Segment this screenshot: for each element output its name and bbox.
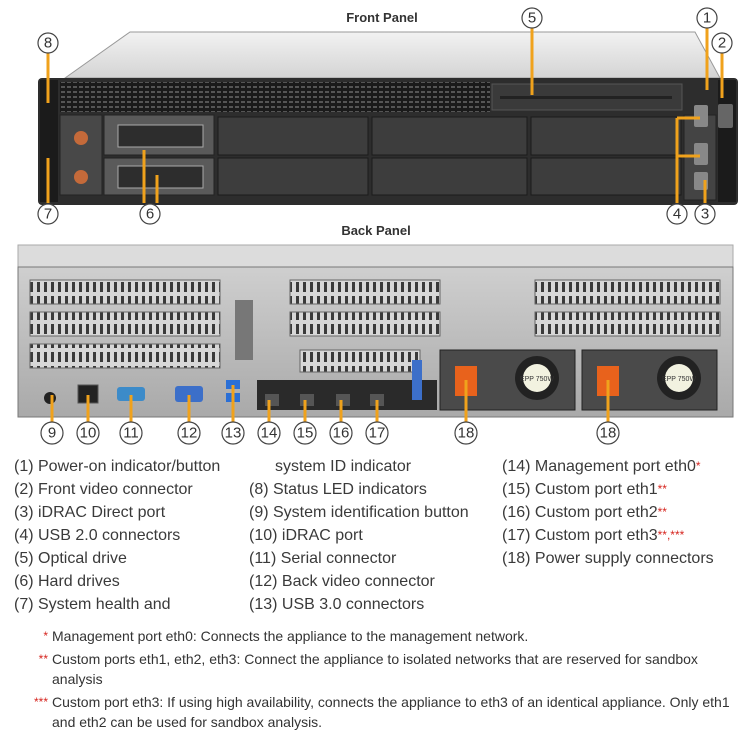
callout-11 (119, 421, 143, 445)
callout-11-label: 11 (123, 425, 139, 442)
callout-16 (329, 421, 353, 445)
legend-item: (5) Optical drive (14, 550, 127, 567)
callout-4-label: 4 (673, 206, 681, 223)
back-panel-title: Back Panel (341, 223, 411, 238)
callout-4 (666, 203, 688, 225)
callout-13 (221, 421, 245, 445)
footnote: **Custom ports eth1, eth2, eth3: Connect… (38, 651, 698, 687)
legend-item: (9) System identification button (249, 504, 469, 521)
callout-12 (177, 421, 201, 445)
callout-8-label: 8 (44, 35, 52, 52)
callout-1 (696, 7, 718, 29)
legend-item: (18) Power supply connectors (502, 550, 714, 567)
callout-18b (596, 421, 620, 445)
callout-14 (257, 421, 281, 445)
back-callouts (40, 421, 620, 445)
callout-6 (139, 203, 161, 225)
legend-item: (12) Back video connector (249, 573, 435, 590)
legend-item: (17) Custom port eth3**,*** (502, 527, 685, 544)
drive-bays (59, 104, 733, 201)
legend-column-2: system ID indicator (8) Status LED indic… (249, 455, 469, 616)
callout-7-label: 7 (44, 206, 52, 223)
callout-3 (694, 203, 716, 225)
callout-7 (37, 203, 59, 225)
callout-2-label: 2 (718, 35, 726, 52)
legend-item: (16) Custom port eth2** (502, 504, 667, 521)
callout-17 (365, 421, 389, 445)
callout-5 (521, 7, 543, 29)
legend-item: (2) Front video connector (14, 481, 193, 498)
front-callouts (37, 7, 733, 225)
front-panel (38, 27, 738, 205)
front-panel-title: Front Panel (346, 10, 418, 25)
footnotes: *Management port eth0: Connects the appl… (14, 626, 744, 735)
callout-12-label: 12 (181, 425, 198, 442)
callout-16-label: 16 (333, 425, 350, 442)
callout-6-label: 6 (146, 206, 154, 223)
footnote: *Management port eth0: Connects the appl… (43, 628, 529, 644)
callout-17-label: 17 (369, 425, 386, 442)
callout-9 (40, 421, 64, 445)
callout-18a-label: 18 (458, 425, 475, 442)
callout-3-label: 3 (701, 206, 709, 223)
legend-item: (15) Custom port eth1** (502, 481, 667, 498)
callout-8 (37, 32, 59, 54)
callout-5-label: 5 (528, 10, 536, 27)
callout-18a (454, 421, 478, 445)
callout-1-label: 1 (703, 10, 711, 27)
power-supplies: EPP 750W EPP 750W (439, 349, 718, 411)
legend-item: (4) USB 2.0 connectors (14, 527, 181, 544)
legend-item: (13) USB 3.0 connectors (249, 596, 425, 613)
callout-2 (711, 32, 733, 54)
legend-item: (1) Power-on indicator/button (14, 458, 221, 475)
psu-label-2: EPP 750W (662, 376, 697, 383)
callout-13-label: 13 (225, 425, 242, 442)
legend-item: (10) iDRAC port (249, 527, 363, 544)
callout-10-label: 10 (80, 425, 97, 442)
legend-column-1: (1) Power-on indicator/button (2) Front … (14, 455, 220, 616)
callout-18b-label: 18 (600, 425, 617, 442)
front-leader-lines (46, 27, 724, 203)
legend-item: (3) iDRAC Direct port (14, 504, 166, 521)
server-diagram: EPP 750W EPP 750W (17, 7, 738, 445)
legend-item: system ID indicator (275, 458, 412, 475)
legend-item: (6) Hard drives (14, 573, 120, 590)
legend-item: (14) Management port eth0* (502, 458, 701, 475)
callout-10 (76, 421, 100, 445)
callout-15 (293, 421, 317, 445)
legend-item: (11) Serial connector (249, 550, 397, 567)
legend-item: (7) System health and (14, 596, 171, 613)
psu-label-1: EPP 750W (520, 376, 555, 383)
legend-column-3: (14) Management port eth0* (15) Custom p… (502, 455, 714, 570)
callout-14-label: 14 (261, 425, 278, 442)
back-leader-lines (50, 380, 610, 422)
callout-9-label: 9 (48, 425, 56, 442)
callout-15-label: 15 (297, 425, 314, 442)
legend-item: (8) Status LED indicators (249, 481, 427, 498)
back-panel: EPP 750W EPP 750W (17, 244, 734, 422)
footnote: ***Custom port eth3: If using high avail… (33, 694, 730, 730)
